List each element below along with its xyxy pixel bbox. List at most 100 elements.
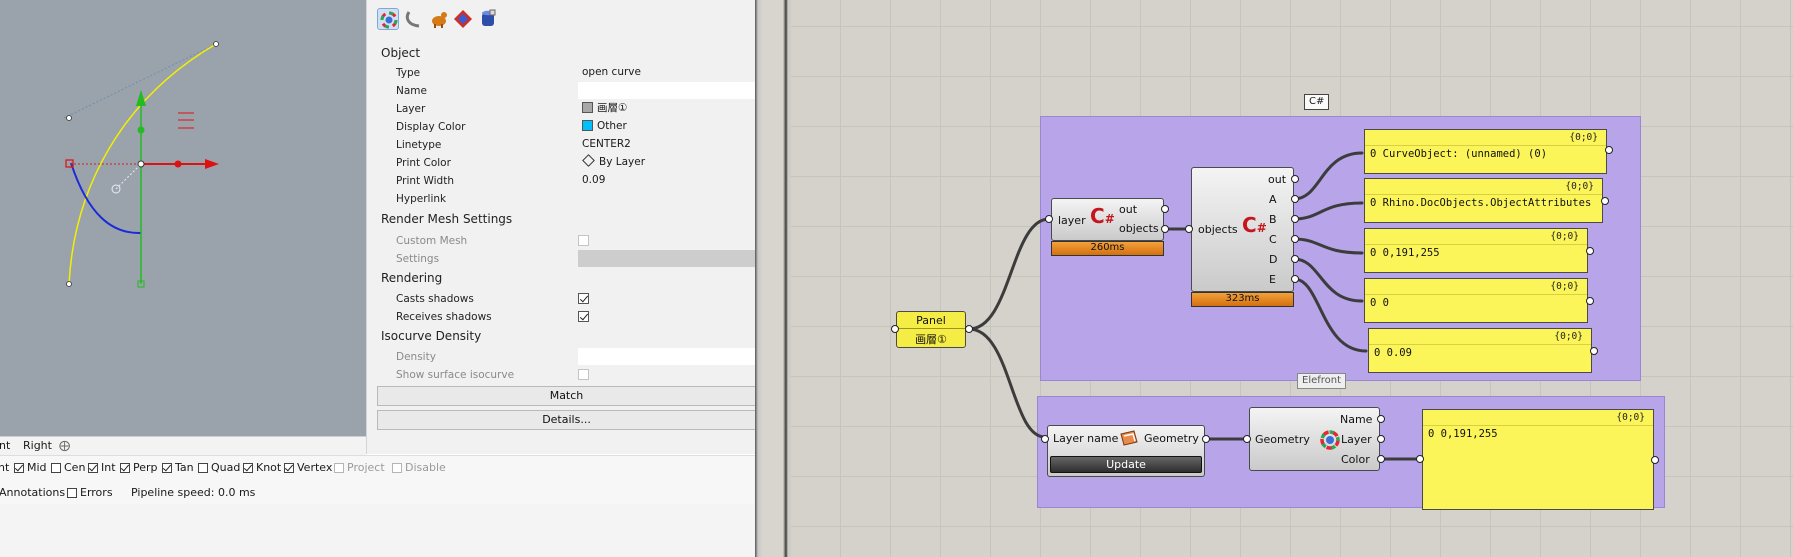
layer-dropdown[interactable]: 画層① (578, 100, 756, 117)
output-panel-5[interactable]: {0;0} 0 0.09 (1368, 328, 1592, 373)
gumball-x-scale-handle[interactable] (174, 160, 182, 168)
gem-icon[interactable] (452, 8, 474, 30)
output-grip[interactable] (1377, 455, 1385, 463)
checkbox[interactable] (243, 463, 253, 473)
output-param-color[interactable]: Color (1341, 453, 1370, 466)
match-button[interactable]: Match (377, 386, 756, 406)
grip-point[interactable] (137, 280, 145, 288)
output-param-c[interactable]: C (1269, 233, 1277, 246)
checkbox[interactable] (334, 463, 344, 473)
input-grip[interactable] (1185, 225, 1193, 233)
snap-knot[interactable]: Knot (243, 461, 281, 474)
checkbox[interactable] (120, 463, 130, 473)
group-label-csharp[interactable]: C# (1304, 94, 1330, 110)
csharp-component-1[interactable]: layer C# out objects (1051, 198, 1164, 241)
output-param-geometry[interactable]: Geometry (1144, 432, 1199, 445)
output-grip[interactable] (1291, 175, 1299, 183)
snap-tan[interactable]: Tan (162, 461, 194, 474)
output-grip[interactable] (1161, 205, 1169, 213)
update-button[interactable]: Update (1050, 456, 1202, 473)
control-point[interactable] (66, 115, 72, 121)
output-param-out[interactable]: out (1268, 173, 1287, 186)
output-grip[interactable] (1586, 247, 1594, 255)
snap-vertex[interactable]: Vertex (284, 461, 332, 474)
output-panel-2[interactable]: {0;0} 0 Rhino.DocObjects.ObjectAttribute… (1364, 178, 1603, 223)
checkbox[interactable] (162, 463, 172, 473)
viewport-tab-right[interactable]: Right (23, 439, 52, 452)
linetype-dropdown[interactable]: CENTER2 (582, 138, 631, 150)
output-param-d[interactable]: D (1269, 253, 1278, 266)
curve-icon[interactable] (403, 8, 425, 30)
casts-shadows-checkbox[interactable] (578, 293, 589, 304)
output-grip[interactable] (1377, 415, 1385, 423)
grip-point[interactable] (65, 159, 74, 168)
input-grip[interactable] (1416, 455, 1424, 463)
snap-disable[interactable]: Disable (392, 461, 446, 474)
output-grip[interactable] (1651, 456, 1659, 464)
layer-attributes-component[interactable]: Geometry Name Layer Color (1249, 407, 1380, 471)
snap-item[interactable]: nt (0, 461, 10, 474)
color-output-panel[interactable]: {0;0} 0 0,191,255 (1422, 409, 1654, 510)
input-param-layer[interactable]: layer (1058, 214, 1086, 227)
output-grip[interactable] (1291, 235, 1299, 243)
window-divider[interactable] (755, 0, 791, 557)
output-grip[interactable] (1291, 255, 1299, 263)
snap-cen[interactable]: Cen (51, 461, 85, 474)
gumball-center[interactable] (137, 160, 145, 168)
output-param-objects[interactable]: objects (1119, 222, 1159, 235)
hyperlink-field[interactable] (578, 190, 756, 207)
output-grip[interactable] (1291, 195, 1299, 203)
output-grip[interactable] (1590, 347, 1598, 355)
checkbox[interactable] (67, 488, 77, 498)
show-surface-isocurve-checkbox[interactable] (578, 369, 589, 380)
output-grip[interactable] (1605, 146, 1613, 154)
rhino-viewport[interactable] (0, 0, 366, 436)
output-param-b[interactable]: B (1269, 213, 1277, 226)
input-param-geometry[interactable]: Geometry (1255, 433, 1310, 446)
gumball-x-arrow[interactable] (205, 159, 219, 169)
input-grip[interactable] (1045, 215, 1053, 223)
output-param-out[interactable]: out (1119, 203, 1138, 216)
output-param-name[interactable]: Name (1340, 413, 1373, 426)
checkbox[interactable] (14, 463, 24, 473)
snap-perp[interactable]: Perp (120, 461, 158, 474)
color-wheel-icon[interactable] (377, 8, 399, 30)
name-field[interactable] (578, 82, 756, 99)
input-grip[interactable] (1041, 435, 1049, 443)
receives-shadows-checkbox[interactable] (578, 311, 589, 322)
animal-icon[interactable] (428, 8, 450, 30)
output-grip[interactable] (1161, 225, 1169, 233)
arc-curve[interactable] (70, 162, 142, 235)
output-grip[interactable] (1291, 215, 1299, 223)
output-panel-4[interactable]: {0;0} 0 0 (1364, 278, 1588, 323)
output-grip[interactable] (1291, 275, 1299, 283)
print-width-dropdown[interactable]: 0.09 (582, 174, 606, 186)
custom-mesh-checkbox[interactable] (578, 235, 589, 246)
checkbox[interactable] (284, 463, 294, 473)
output-grip[interactable] (1601, 197, 1609, 205)
plus-icon[interactable]: ⨁ (59, 439, 70, 452)
elefront-reference-component[interactable]: Layer name Geometry Update (1047, 425, 1205, 477)
group-label-elefront[interactable]: Elefront (1297, 373, 1347, 389)
input-grip[interactable] (891, 325, 899, 333)
snap-int[interactable]: Int (88, 461, 116, 474)
checkbox[interactable] (51, 463, 61, 473)
viewport-geometry[interactable] (0, 0, 366, 436)
csharp-component-2[interactable]: objects C# out A B C D E (1191, 167, 1294, 292)
checkbox[interactable] (88, 463, 98, 473)
input-param-objects[interactable]: objects (1198, 223, 1238, 236)
print-color-dropdown[interactable]: By Layer (578, 154, 756, 171)
output-grip[interactable] (965, 325, 973, 333)
output-panel-1[interactable]: {0;0} 0 CurveObject: (unnamed) (0) (1364, 129, 1607, 174)
panel-component[interactable]: Panel 画層① (896, 311, 966, 348)
input-param-layer-name[interactable]: Layer name (1053, 432, 1119, 445)
output-grip[interactable] (1586, 297, 1594, 305)
snap-project[interactable]: Project (334, 461, 385, 474)
output-grip[interactable] (1202, 435, 1210, 443)
output-grip[interactable] (1377, 435, 1385, 443)
gumball-y-arrow[interactable] (136, 90, 146, 106)
output-panel-3[interactable]: {0;0} 0 0,191,255 (1364, 228, 1588, 273)
input-grip[interactable] (1243, 435, 1251, 443)
display-color-dropdown[interactable]: Other (578, 118, 756, 135)
checkbox[interactable] (392, 463, 402, 473)
